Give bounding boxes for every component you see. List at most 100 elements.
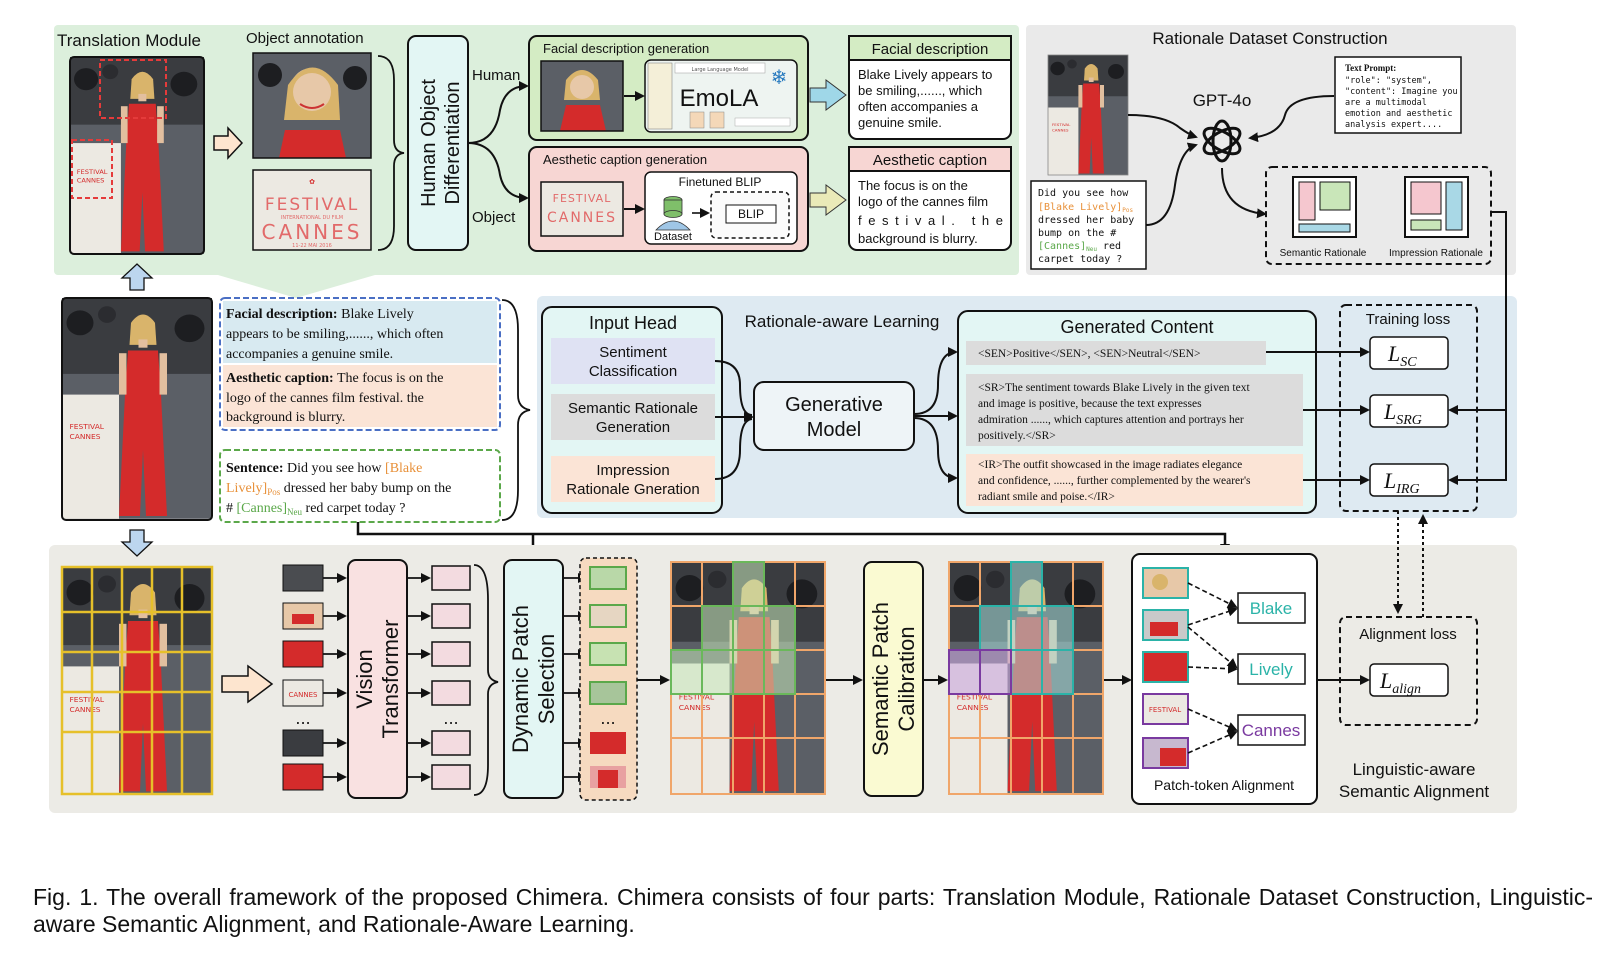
svg-text:...: ... [600,709,615,728]
impression-rationale-icon [1404,176,1469,238]
svg-text:Semantic Patch: Semantic Patch [868,602,893,756]
svg-text:Large Language Model: Large Language Model [692,67,749,73]
vision-transformer-box [347,559,408,799]
snowflake-icon: ❄ [771,65,788,89]
svg-text:and confidence, ......, furthe: and confidence, ......, further compleme… [978,475,1251,487]
svg-text:Did you see how: Did you see how [1038,188,1129,199]
svg-text:LSRG: LSRG [1383,399,1422,428]
svg-text:LSC: LSC [1387,341,1417,370]
hollow-arrow-up [120,263,154,291]
svg-text:FESTIVAL: FESTIVAL [265,195,359,215]
object-label: Object [472,209,516,226]
source-image [70,57,204,254]
object-annotation-label: Object annotation [246,30,364,47]
svg-text:Vision: Vision [352,649,377,709]
token-cannes [1237,714,1306,746]
svg-text:positively.</SR>: positively.</SR> [978,430,1056,442]
patch-grid-image [62,567,212,795]
arrow-to-facial-description [809,79,847,111]
svg-text:✿: ✿ [309,178,315,186]
hollow-arrow-right [213,126,244,160]
impression-rationale-generation-box [551,456,715,502]
svg-text:Lively]Pos dressed her baby bu: Lively]Pos dressed her baby bump on the [226,481,451,497]
facial-input-face [540,60,624,132]
svg-text:<SR>The sentiment towards Blak: <SR>The sentiment towards Blake Lively i… [978,382,1250,394]
svg-text:CANNES: CANNES [262,220,363,244]
svg-text:analysis expert....: analysis expert.... [1345,120,1442,130]
sentence-box [219,449,501,523]
svg-text:Rationale Dataset Construction: Rationale Dataset Construction [1152,29,1387,48]
svg-text:GPT-4o: GPT-4o [1193,91,1252,110]
svg-text:Generation: Generation [596,419,670,436]
svg-text:INTERNATIONAL DU FILM: INTERNATIONAL DU FILM [281,215,343,221]
svg-text:Alignment loss: Alignment loss [1359,626,1457,643]
svg-text:Finetuned BLIP: Finetuned BLIP [679,175,762,189]
svg-text:# [Cannes]Neu red carpet today: # [Cannes]Neu red carpet today ? [226,501,405,517]
svg-text:Facial description generation: Facial description generation [543,41,709,56]
token-blake [1237,592,1306,624]
svg-text:Cannes: Cannes [1242,721,1301,740]
input-patches: CANNES [282,564,324,791]
svg-text:accompanies a genuine smile.: accompanies a genuine smile. [226,347,393,362]
svg-text:and image is positive, because: and image is positive, because the text … [978,398,1202,410]
semantic-rationale-generation-box [551,394,715,440]
svg-text:Sentence: Did you see how [Bla: Sentence: Did you see how [Blake [226,461,422,476]
svg-text:Sentiment: Sentiment [599,344,667,361]
svg-text:[Blake Lively]Pos: [Blake Lively]Pos [1038,202,1134,214]
svg-text:CANNES: CANNES [547,210,617,226]
svg-text:"content": Imagine you: "content": Imagine you [1345,87,1458,97]
svg-text:BLIP: BLIP [738,207,764,221]
logo-annotation-box [71,139,113,199]
svg-text:Selection: Selection [534,634,559,725]
selected-patches [589,566,627,788]
selected-patches-box [579,557,638,801]
svg-text:logo of the cannes film: logo of the cannes film [858,194,988,209]
svg-text:are a multimodal: are a multimodal [1345,98,1427,108]
svg-text:bump on the #: bump on the # [1038,228,1116,239]
brace [377,55,405,251]
svg-text:LIRG: LIRG [1383,468,1420,497]
svg-text:carpet today ?: carpet today ? [1038,254,1122,265]
svg-text:Aesthetic caption: Aesthetic caption [873,152,987,169]
svg-text:Blake: Blake [1250,599,1293,618]
logo-crop: ✿ FESTIVAL INTERNATIONAL DU FILM CANNES … [252,169,372,251]
svg-text:Classification: Classification [589,363,677,380]
svg-text:"role": "system",: "role": "system", [1345,76,1432,86]
hollow-arrow-right-bottom [221,664,274,704]
translation-module-title: Translation Module [57,31,201,50]
token-lively [1237,653,1306,685]
emola-model: Large Language Model EmoLA ❄ [644,59,798,133]
svg-text:often accompanies a: often accompanies a [858,99,979,114]
svg-text:Aesthetic caption generation: Aesthetic caption generation [543,152,707,167]
svg-text:Calibration: Calibration [894,626,919,731]
human-label: Human [472,67,520,84]
svg-text:Semantic Alignment: Semantic Alignment [1339,782,1490,801]
svg-text:be smiling,......, which: be smiling,......, which [858,83,982,98]
svg-text:Facial description: Facial description [872,41,989,58]
svg-text:Differentiation: Differentiation [442,81,464,204]
svg-text:admiration ......, which captu: admiration ......, which captures attent… [978,414,1244,426]
svg-text:Rationale Gneration: Rationale Gneration [566,481,699,498]
svg-text:<SEN>Positive</SEN>, <SEN>Neut: <SEN>Positive</SEN>, <SEN>Neutral</SEN> [978,348,1200,360]
svg-text:Generative: Generative [785,394,883,416]
dynamic-patch-selection-box [503,559,564,799]
svg-text:11-22 MAI 2016: 11-22 MAI 2016 [292,243,332,249]
svg-text:Semantic Rationale: Semantic Rationale [1280,248,1367,259]
database-icon [655,196,691,231]
svg-text:Training loss: Training loss [1366,311,1450,328]
svg-text:Blake Lively appears to: Blake Lively appears to [858,67,992,82]
svg-text:Lively: Lively [1249,660,1293,679]
svg-text:Model: Model [807,419,861,441]
svg-text:logo of the cannes film festiv: logo of the cannes film festival. the [226,391,424,406]
svg-text:Generated Content: Generated Content [1060,317,1213,337]
svg-text:Aesthetic caption: The focus i: Aesthetic caption: The focus is on the [226,371,443,386]
svg-text:Impression: Impression [596,462,669,479]
arrow-to-aesthetic-caption [809,184,847,216]
svg-text:Impression Rationale: Impression Rationale [1389,248,1483,259]
svg-text:FESTIVAL: FESTIVAL [553,192,612,205]
svg-text:Input Head: Input Head [589,313,677,333]
text-prompt-box [1334,56,1462,134]
svg-text:radiant smile and poise.</IR>: radiant smile and poise.</IR> [978,491,1115,503]
